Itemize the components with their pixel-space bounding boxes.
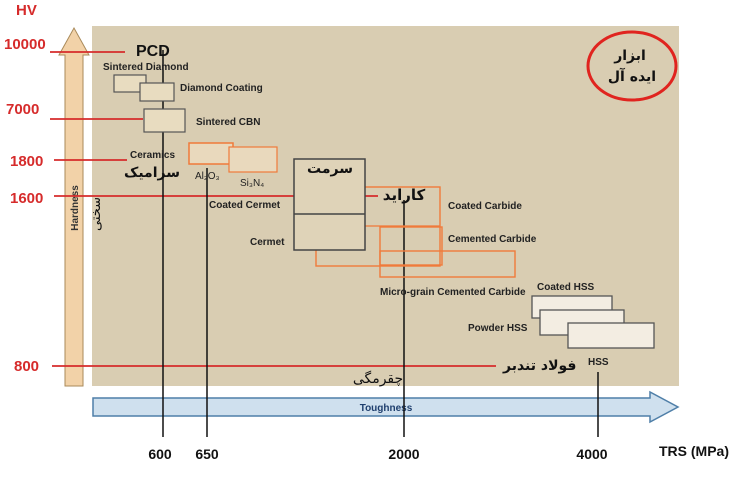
hv-value: 7000 <box>6 101 39 118</box>
ceramics-label-fa: سرامیک <box>124 165 180 181</box>
micrograin-label: Micro-grain Cemented Carbide <box>380 287 526 298</box>
hss-label-fa: فولاد تندبر <box>502 358 576 374</box>
ceramics-label: Ceramics <box>130 150 175 161</box>
toughness-axis-label: Toughness <box>360 403 413 414</box>
toughness-axis-label-fa: چقرمگی <box>353 370 403 387</box>
hardness-axis-label-fa: سختی <box>89 197 104 231</box>
diamond-box <box>139 82 175 102</box>
hardness-axis-label: Hardness <box>70 185 81 231</box>
sintered-diamond-label: Sintered Diamond <box>103 62 189 73</box>
hss-box <box>567 322 655 349</box>
powder-hss-label: Powder HSS <box>468 323 528 334</box>
hss-label: HSS <box>588 357 609 368</box>
trs-value: 650 <box>195 446 219 462</box>
sintered-cbn-label: Sintered CBN <box>196 117 260 128</box>
si3n4-box <box>228 146 278 173</box>
coated-hss-label: Coated HSS <box>537 282 595 293</box>
cermet-box <box>293 158 366 251</box>
logo-text-line2: ایده آل <box>608 67 656 85</box>
cermet-label-fa: سرمت <box>307 161 353 177</box>
cermet-label: Cermet <box>250 237 285 248</box>
hv-value: 1600 <box>10 190 43 207</box>
trs-value: 600 <box>148 446 172 462</box>
trs-unit: TRS (MPa) <box>659 443 729 459</box>
logo-text-line1: ابزار <box>613 48 646 64</box>
micrograin-box <box>379 250 516 278</box>
coated-cermet-label: Coated Cermet <box>209 200 281 211</box>
diamond-coating-label: Diamond Coating <box>180 83 263 94</box>
si3n4-label: Si₃N₄ <box>240 178 264 189</box>
cemented-carbide-label: Cemented Carbide <box>448 234 537 245</box>
al2o3-label: Al₂O₃ <box>195 171 220 182</box>
hv-value: 10000 <box>4 36 46 53</box>
hardness-arrow <box>58 26 90 387</box>
coated-carbide-label: Coated Carbide <box>448 201 522 212</box>
hv-value: 1800 <box>10 153 43 170</box>
pcd-label: PCD <box>136 43 170 60</box>
hv-unit: HV <box>16 2 37 19</box>
carbide-label-fa: کاراید <box>383 186 426 204</box>
hv-value: 800 <box>14 358 39 375</box>
cbn-box <box>143 108 186 133</box>
trs-value: 4000 <box>576 446 607 462</box>
toughness-arrow <box>92 390 680 424</box>
al2o3-box <box>188 142 234 165</box>
logo-stamp <box>586 30 678 102</box>
carbide-box <box>379 226 443 266</box>
trs-value: 2000 <box>388 446 419 462</box>
